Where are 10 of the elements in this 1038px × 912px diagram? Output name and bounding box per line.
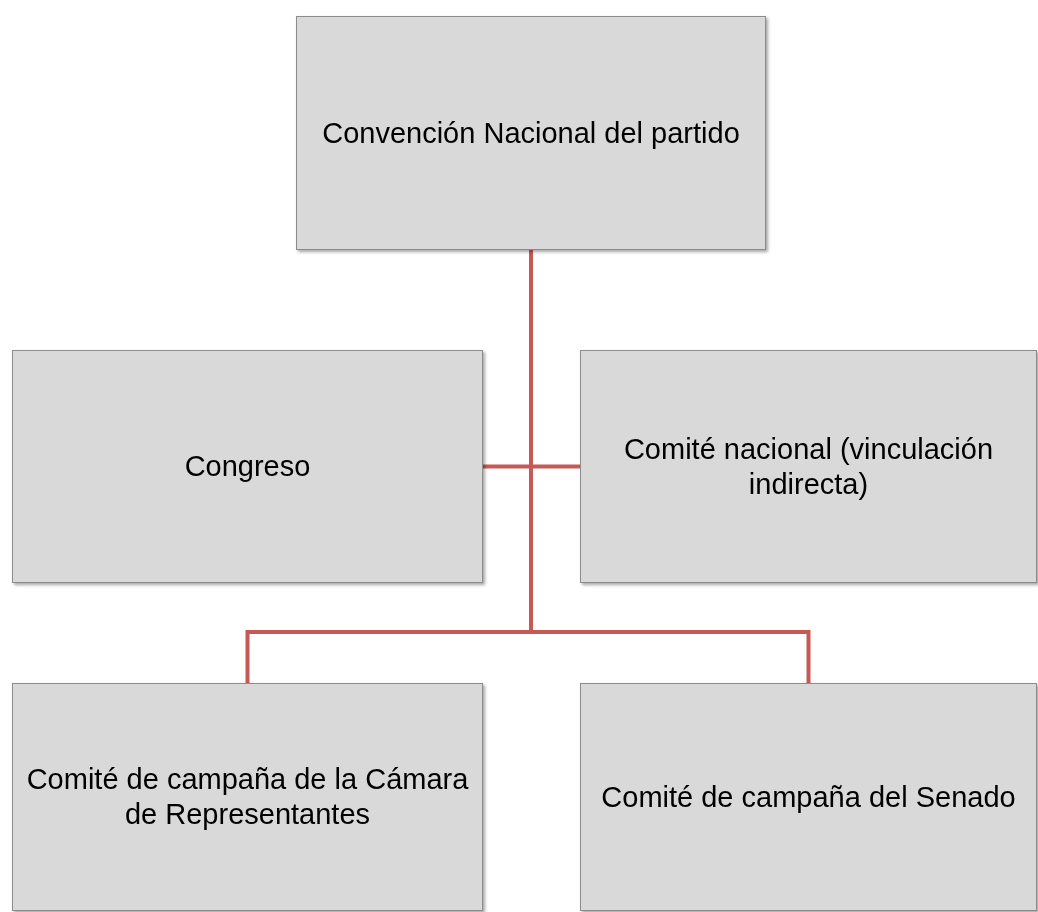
org-box bbox=[580, 350, 1037, 583]
box-label: Convención Nacional del partido bbox=[322, 115, 740, 151]
org-box bbox=[580, 683, 1037, 911]
org-box bbox=[296, 16, 766, 250]
org-box bbox=[12, 350, 483, 583]
box-label: Comité nacional (vinculación indirecta) bbox=[622, 431, 995, 502]
box-label: Comité de campaña de la Cámara de Representantes bbox=[25, 762, 470, 832]
org-box bbox=[12, 683, 483, 911]
box-label: Congreso bbox=[184, 449, 311, 484]
box-label: Comité de campaña del Senado bbox=[601, 779, 1016, 815]
